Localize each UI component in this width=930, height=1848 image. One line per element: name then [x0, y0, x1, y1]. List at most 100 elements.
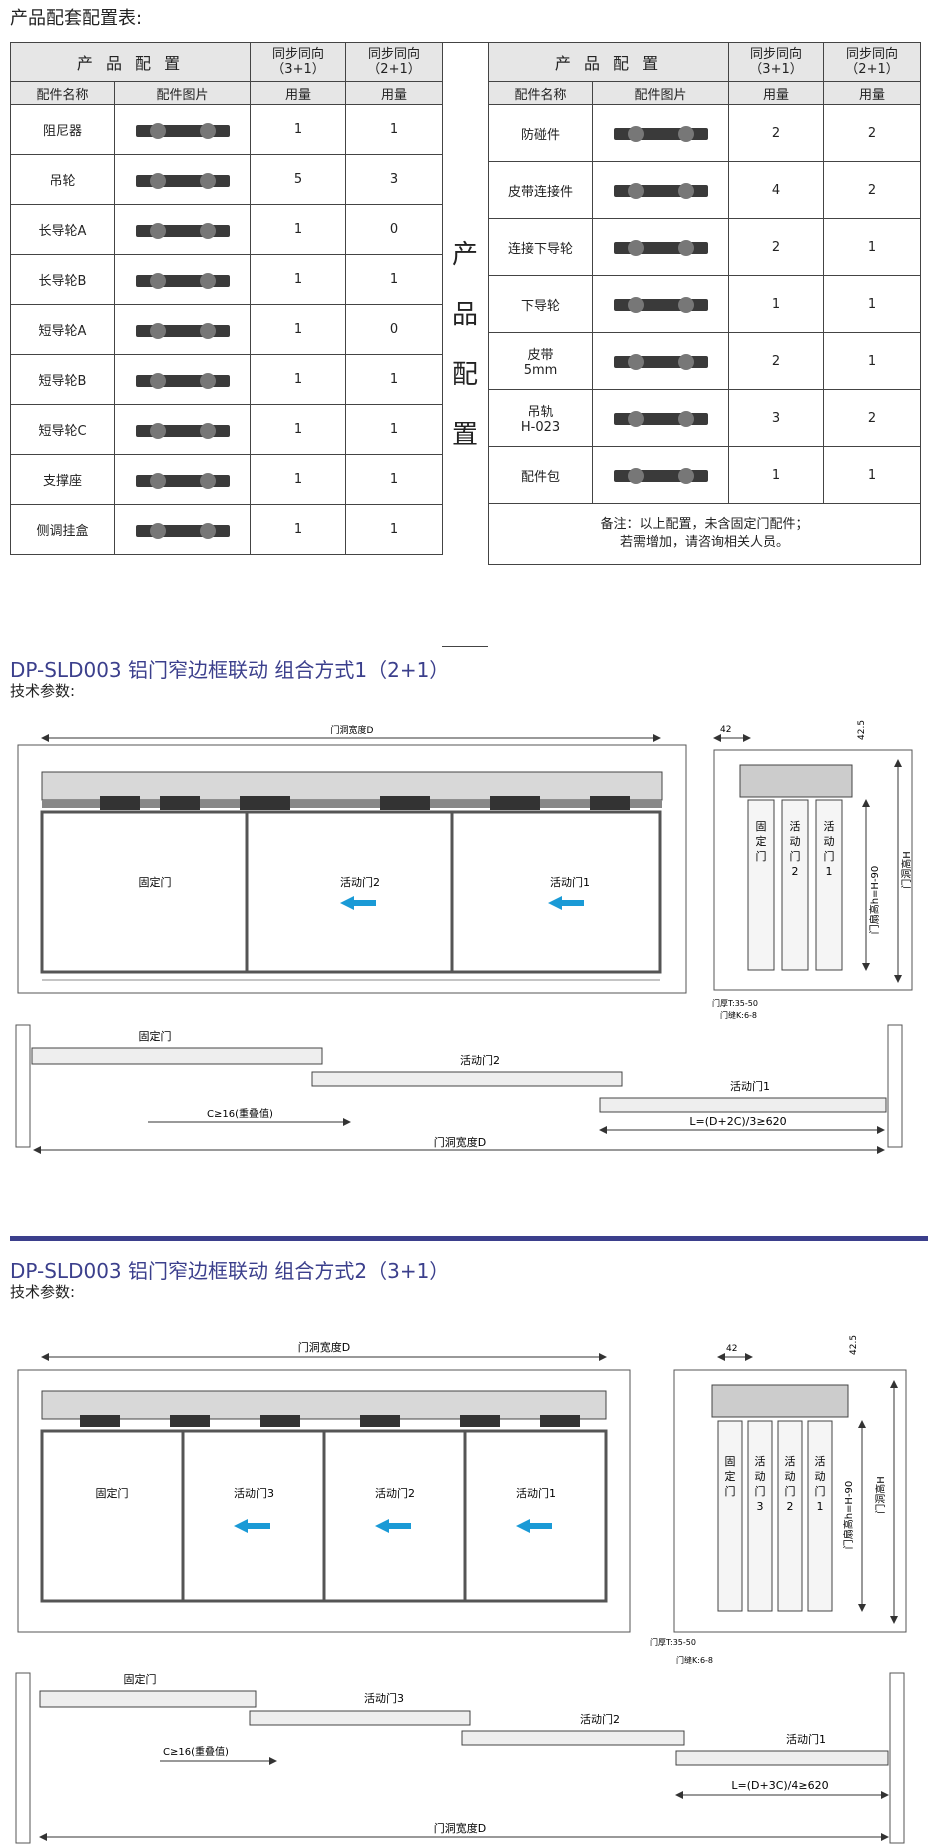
overlap-label: C≥16(重叠值)	[207, 1107, 273, 1120]
right-name: 皮带连接件	[488, 161, 593, 219]
front2-label-fixed: 固定门	[96, 1486, 129, 1500]
plan2-overlap-label: C≥16(重叠值)	[163, 1745, 229, 1758]
left-img	[113, 254, 252, 305]
left-q21: 1	[345, 454, 444, 505]
plan2-door2-label: 活动门2	[580, 1712, 620, 1726]
sub-name: 配件名称	[10, 81, 115, 105]
side-door-2	[781, 799, 809, 971]
left-name: 支撑座	[10, 454, 115, 505]
sub-img: 配件图片	[113, 81, 252, 105]
side-42-label: 42	[720, 725, 731, 735]
col-31-l1: 同步同向	[272, 47, 325, 62]
right-q31: 2	[728, 104, 825, 162]
right-q21: 1	[823, 446, 922, 504]
sub-qty-21-r: 用量	[823, 81, 922, 105]
col-21-r-l1: 同步同向	[846, 47, 899, 62]
middle-char-4: 置	[451, 419, 478, 450]
right-name: 配件包	[488, 446, 593, 504]
front2-door-3	[181, 1429, 326, 1603]
track-rail	[41, 771, 663, 801]
front2-door-fixed	[40, 1429, 185, 1603]
left-img	[113, 304, 252, 355]
front-width-label-2: 门洞宽度D	[298, 1340, 350, 1354]
plan-width-label: 门洞宽度D	[434, 1135, 486, 1149]
section2-subtitle: 技术参数:	[10, 1283, 76, 1301]
side-door-1	[815, 799, 843, 971]
gap-label: 门缝K:6-8	[720, 1010, 757, 1020]
section-divider	[10, 1236, 928, 1241]
right-q21: 1	[823, 275, 922, 333]
left-q21: 0	[345, 204, 444, 255]
left-name: 短导轮B	[10, 354, 115, 405]
left-img	[113, 354, 252, 405]
sub-qty-21: 用量	[345, 81, 444, 105]
right-name: 防碰件	[488, 104, 593, 162]
section2-title: DP-SLD003 铝门窄边框联动 组合方式2（3+1）	[10, 1259, 450, 1283]
side2-leaf-height-label: 门扇高h=H-90	[842, 1481, 855, 1550]
part-photo-icon	[135, 322, 230, 339]
arrow-left-icon	[548, 896, 584, 910]
part-photo-icon	[135, 122, 230, 139]
plan-door1	[599, 1097, 887, 1113]
thickness-label: 门厚T:35-50	[712, 998, 758, 1008]
right-name: 连接下导轮	[488, 218, 593, 276]
group-header-r: 产 品 配 置	[487, 42, 730, 82]
part-photo-icon	[135, 272, 230, 289]
config-table-left: 产 品 配 置 同步同向（3+1） 同步同向（2+1） 配件名称 配件图片 用量…	[9, 42, 444, 555]
front2-door-2	[322, 1429, 467, 1603]
part-photo-icon	[613, 297, 708, 313]
plan-wall-right	[887, 1024, 903, 1148]
left-img	[113, 204, 252, 255]
side2-track	[711, 1384, 849, 1418]
left-q21: 1	[345, 354, 444, 405]
side2-label-fixed: 固定门	[725, 1455, 736, 1498]
side-frame	[713, 749, 913, 991]
plan2-wall-left	[15, 1672, 31, 1844]
left-q31: 1	[250, 254, 347, 305]
left-img	[113, 404, 252, 455]
hanger-strip	[42, 800, 662, 808]
front-width-label: 门洞宽度D	[331, 724, 374, 736]
left-q21: 0	[345, 304, 444, 355]
middle-label-box: 产 品 配 置	[442, 42, 488, 647]
left-q31: 5	[250, 154, 347, 205]
right-img	[591, 389, 730, 447]
left-img	[113, 504, 252, 555]
part-photo-icon	[613, 126, 708, 142]
side2-42-label: 42	[726, 1344, 737, 1354]
plan2-fixed-label: 固定门	[124, 1672, 157, 1686]
left-q21: 1	[345, 504, 444, 555]
side-track	[739, 764, 853, 798]
left-img	[113, 104, 252, 155]
front2-door-1	[463, 1429, 608, 1603]
part-photo-icon	[135, 522, 230, 539]
right-name: 吊轨 H-023	[488, 389, 593, 447]
plan-wall-left	[15, 1024, 31, 1148]
side2-door-2	[777, 1420, 803, 1612]
left-q31: 1	[250, 304, 347, 355]
sub-qty-31: 用量	[250, 81, 347, 105]
right-q31: 2	[728, 332, 825, 390]
left-q31: 1	[250, 504, 347, 555]
plan-fixed-door	[31, 1047, 323, 1065]
plan2-door2	[461, 1730, 685, 1746]
right-q21: 2	[823, 389, 922, 447]
middle-char-1: 产	[451, 239, 478, 270]
plan-fixed-label: 固定门	[139, 1029, 172, 1043]
right-img	[591, 275, 730, 333]
right-q21: 2	[823, 104, 922, 162]
part-photo-icon	[135, 472, 230, 489]
plan-door1-label: 活动门1	[730, 1079, 770, 1093]
side2-gap-label: 门缝K:6-8	[676, 1655, 713, 1665]
page-title: 产品配套配置表:	[10, 8, 143, 29]
sub-qty-31-r: 用量	[728, 81, 825, 105]
side2-opening-height-label: 门洞高H	[874, 1476, 887, 1514]
arrow-left-icon	[516, 1519, 552, 1533]
part-photo-icon	[613, 411, 708, 427]
left-q31: 1	[250, 454, 347, 505]
side-door-fixed	[747, 799, 775, 971]
side2-door-1	[807, 1420, 833, 1612]
part-photo-icon	[135, 422, 230, 439]
left-q21: 3	[345, 154, 444, 205]
plan2-door3	[249, 1710, 471, 1726]
